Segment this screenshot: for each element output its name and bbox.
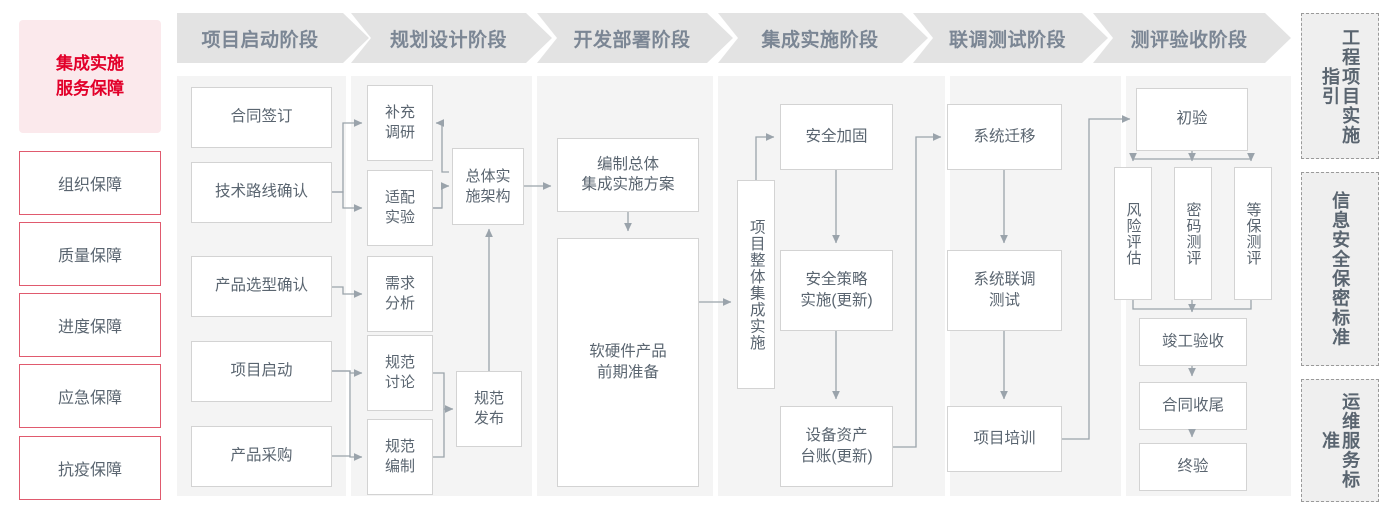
node-overall-architecture-line-2: 施架构: [465, 187, 511, 205]
lead-title-line-1: 集成实施: [56, 53, 124, 73]
node-hw-sw-preparation-line-1: 软硬件产品: [589, 343, 667, 361]
standard-ops-service-label: 运维服务标准: [1320, 391, 1361, 490]
phase-header-3: 开发部署阶段: [537, 13, 733, 63]
node-spec-publication-line-2: 发布: [473, 410, 504, 427]
node-supplementary-survey-line-2: 调研: [384, 124, 415, 141]
node-asset-ledger[interactable]: 设备资产 台账(更新): [780, 406, 893, 487]
node-adaptation-experiment-line-2: 实验: [384, 209, 415, 226]
guarantee-item-emergency[interactable]: 应急保障: [19, 364, 161, 428]
guarantee-item-quality[interactable]: 质量保障: [19, 222, 161, 286]
phase-header-1: 项目启动阶段: [177, 13, 369, 63]
node-spec-publication[interactable]: 规范 发布: [456, 371, 522, 447]
node-requirements-analysis[interactable]: 需求 分析: [367, 256, 433, 332]
node-project-training[interactable]: 项目培训: [947, 406, 1062, 472]
lead-title-line-2: 服务保障: [56, 78, 124, 98]
node-security-hardening[interactable]: 安全加固: [780, 104, 893, 170]
node-adaptation-experiment-line-1: 适配: [384, 189, 415, 207]
guarantee-item-epidemic[interactable]: 抗疫保障: [19, 436, 161, 500]
phase-header-4: 集成实施阶段: [718, 13, 928, 63]
node-system-joint-test-line-1: 系统联调: [973, 271, 1036, 289]
node-system-migration[interactable]: 系统迁移: [947, 104, 1062, 170]
standard-ops-service[interactable]: 运维服务标准: [1301, 379, 1379, 502]
node-spec-publication-line-1: 规范: [473, 390, 504, 408]
node-asset-ledger-line-2: 台账(更新): [800, 447, 873, 465]
lead-title-box: 集成实施 服务保障: [19, 20, 161, 133]
node-spec-drafting[interactable]: 规范 编制: [367, 419, 433, 495]
node-crypto-evaluation[interactable]: 密码测评: [1174, 167, 1212, 300]
node-system-joint-test[interactable]: 系统联调 测试: [947, 250, 1062, 331]
node-spec-discussion-line-1: 规范: [384, 354, 415, 372]
node-spec-discussion-line-2: 讨论: [384, 374, 415, 391]
node-asset-ledger-line-1: 设备资产: [805, 427, 868, 445]
node-product-procurement[interactable]: 产品采购: [191, 426, 332, 487]
node-product-selection-confirm[interactable]: 产品选型确认: [191, 256, 332, 317]
node-completion-acceptance[interactable]: 竣工验收: [1139, 318, 1247, 366]
node-spec-drafting-line-2: 编制: [384, 458, 415, 475]
standard-engineering-project-guide-label: 工程项目实施指引: [1320, 27, 1361, 145]
phase-header-5: 联调测试阶段: [913, 13, 1108, 63]
node-tech-route-confirm[interactable]: 技术路线确认: [191, 162, 332, 223]
node-contract-signing[interactable]: 合同签订: [191, 87, 332, 148]
node-overall-implementation-architecture[interactable]: 总体实 施架构: [452, 148, 524, 225]
node-security-policy-line-1: 安全策略: [805, 271, 868, 289]
node-risk-assessment[interactable]: 风险评估: [1114, 167, 1152, 300]
phase-header-2: 规划设计阶段: [351, 13, 552, 63]
node-mlps-evaluation[interactable]: 等保测评: [1234, 167, 1272, 300]
standard-infosec-confidentiality[interactable]: 信息安全保密标准: [1301, 172, 1379, 366]
node-overall-architecture-line-1: 总体实: [465, 167, 511, 185]
node-hw-sw-preparation-line-2: 前期准备: [596, 363, 659, 381]
standard-infosec-confidentiality-label: 信息安全保密标准: [1330, 191, 1351, 347]
node-supplementary-survey[interactable]: 补充 调研: [367, 85, 433, 161]
guarantee-item-schedule[interactable]: 进度保障: [19, 293, 161, 357]
node-spec-drafting-line-1: 规范: [384, 438, 415, 456]
node-preliminary-acceptance[interactable]: 初验: [1136, 88, 1248, 151]
node-overall-integration-plan[interactable]: 编制总体 集成实施方案: [557, 138, 699, 212]
node-project-kickoff[interactable]: 项目启动: [191, 341, 332, 402]
guarantee-item-organization[interactable]: 组织保障: [19, 151, 161, 215]
node-final-acceptance[interactable]: 终验: [1139, 443, 1247, 491]
node-supplementary-survey-line-1: 补充: [384, 104, 415, 122]
node-security-policy-implementation[interactable]: 安全策略 实施(更新): [780, 250, 893, 331]
standard-engineering-project-guide[interactable]: 工程项目实施指引: [1301, 13, 1379, 159]
node-overall-integration-plan-line-1: 编制总体: [596, 155, 659, 173]
node-overall-integration-plan-line-2: 集成实施方案: [581, 176, 675, 193]
phase-header-6: 测评验收阶段: [1093, 13, 1291, 63]
node-hw-sw-preparation[interactable]: 软硬件产品 前期准备: [557, 238, 699, 487]
node-adaptation-experiment[interactable]: 适配 实验: [367, 170, 433, 246]
node-spec-discussion[interactable]: 规范 讨论: [367, 335, 433, 411]
node-requirements-analysis-line-1: 需求: [384, 275, 415, 293]
node-overall-project-integration[interactable]: 项目整体集成实施: [737, 180, 775, 389]
node-requirements-analysis-line-2: 分析: [384, 295, 415, 312]
node-system-joint-test-line-2: 测试: [988, 291, 1020, 309]
node-contract-closeout[interactable]: 合同收尾: [1139, 382, 1247, 430]
node-security-policy-line-2: 实施(更新): [800, 291, 873, 309]
